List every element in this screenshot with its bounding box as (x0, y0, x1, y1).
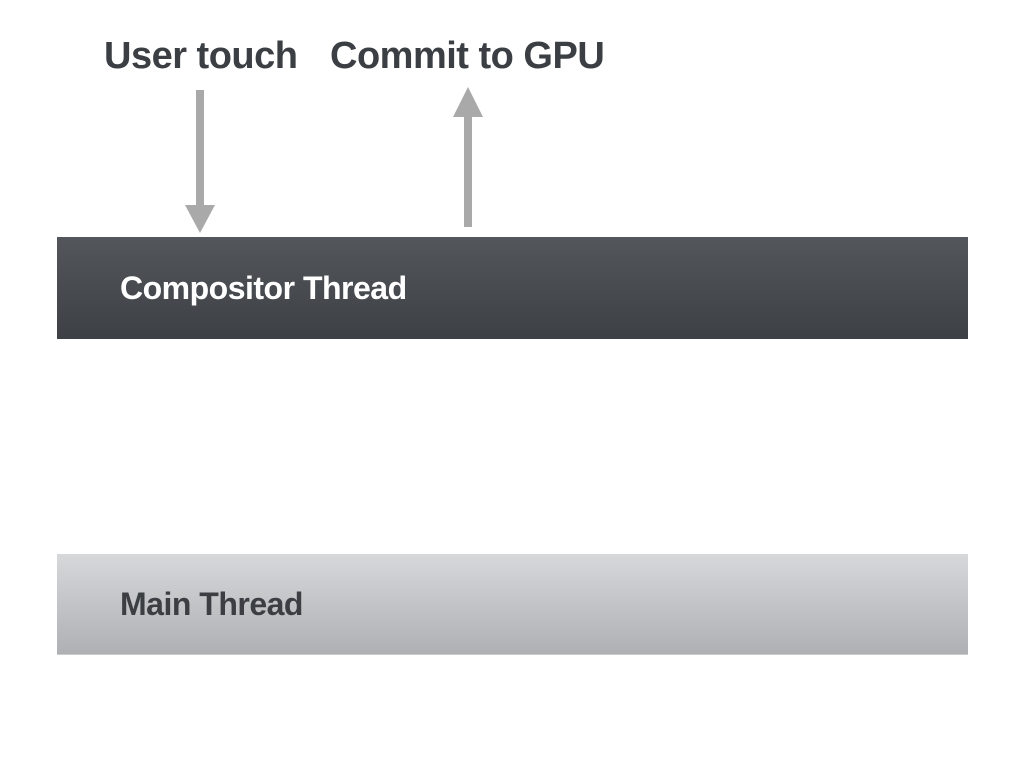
commit-to-gpu-label: Commit to GPU (330, 35, 605, 77)
compositor-thread-bar: Compositor Thread (57, 237, 968, 339)
main-thread-bar: Main Thread (57, 554, 968, 655)
up-arrow-shaft (464, 117, 472, 227)
compositor-thread-label: Compositor Thread (120, 269, 407, 306)
down-arrow-head (185, 205, 215, 233)
main-thread-label: Main Thread (120, 585, 303, 622)
up-arrow-head (453, 87, 483, 117)
down-arrow-icon (185, 90, 215, 233)
up-arrow-icon (453, 87, 483, 227)
down-arrow-shaft (196, 90, 204, 205)
user-touch-label: User touch (104, 35, 298, 77)
